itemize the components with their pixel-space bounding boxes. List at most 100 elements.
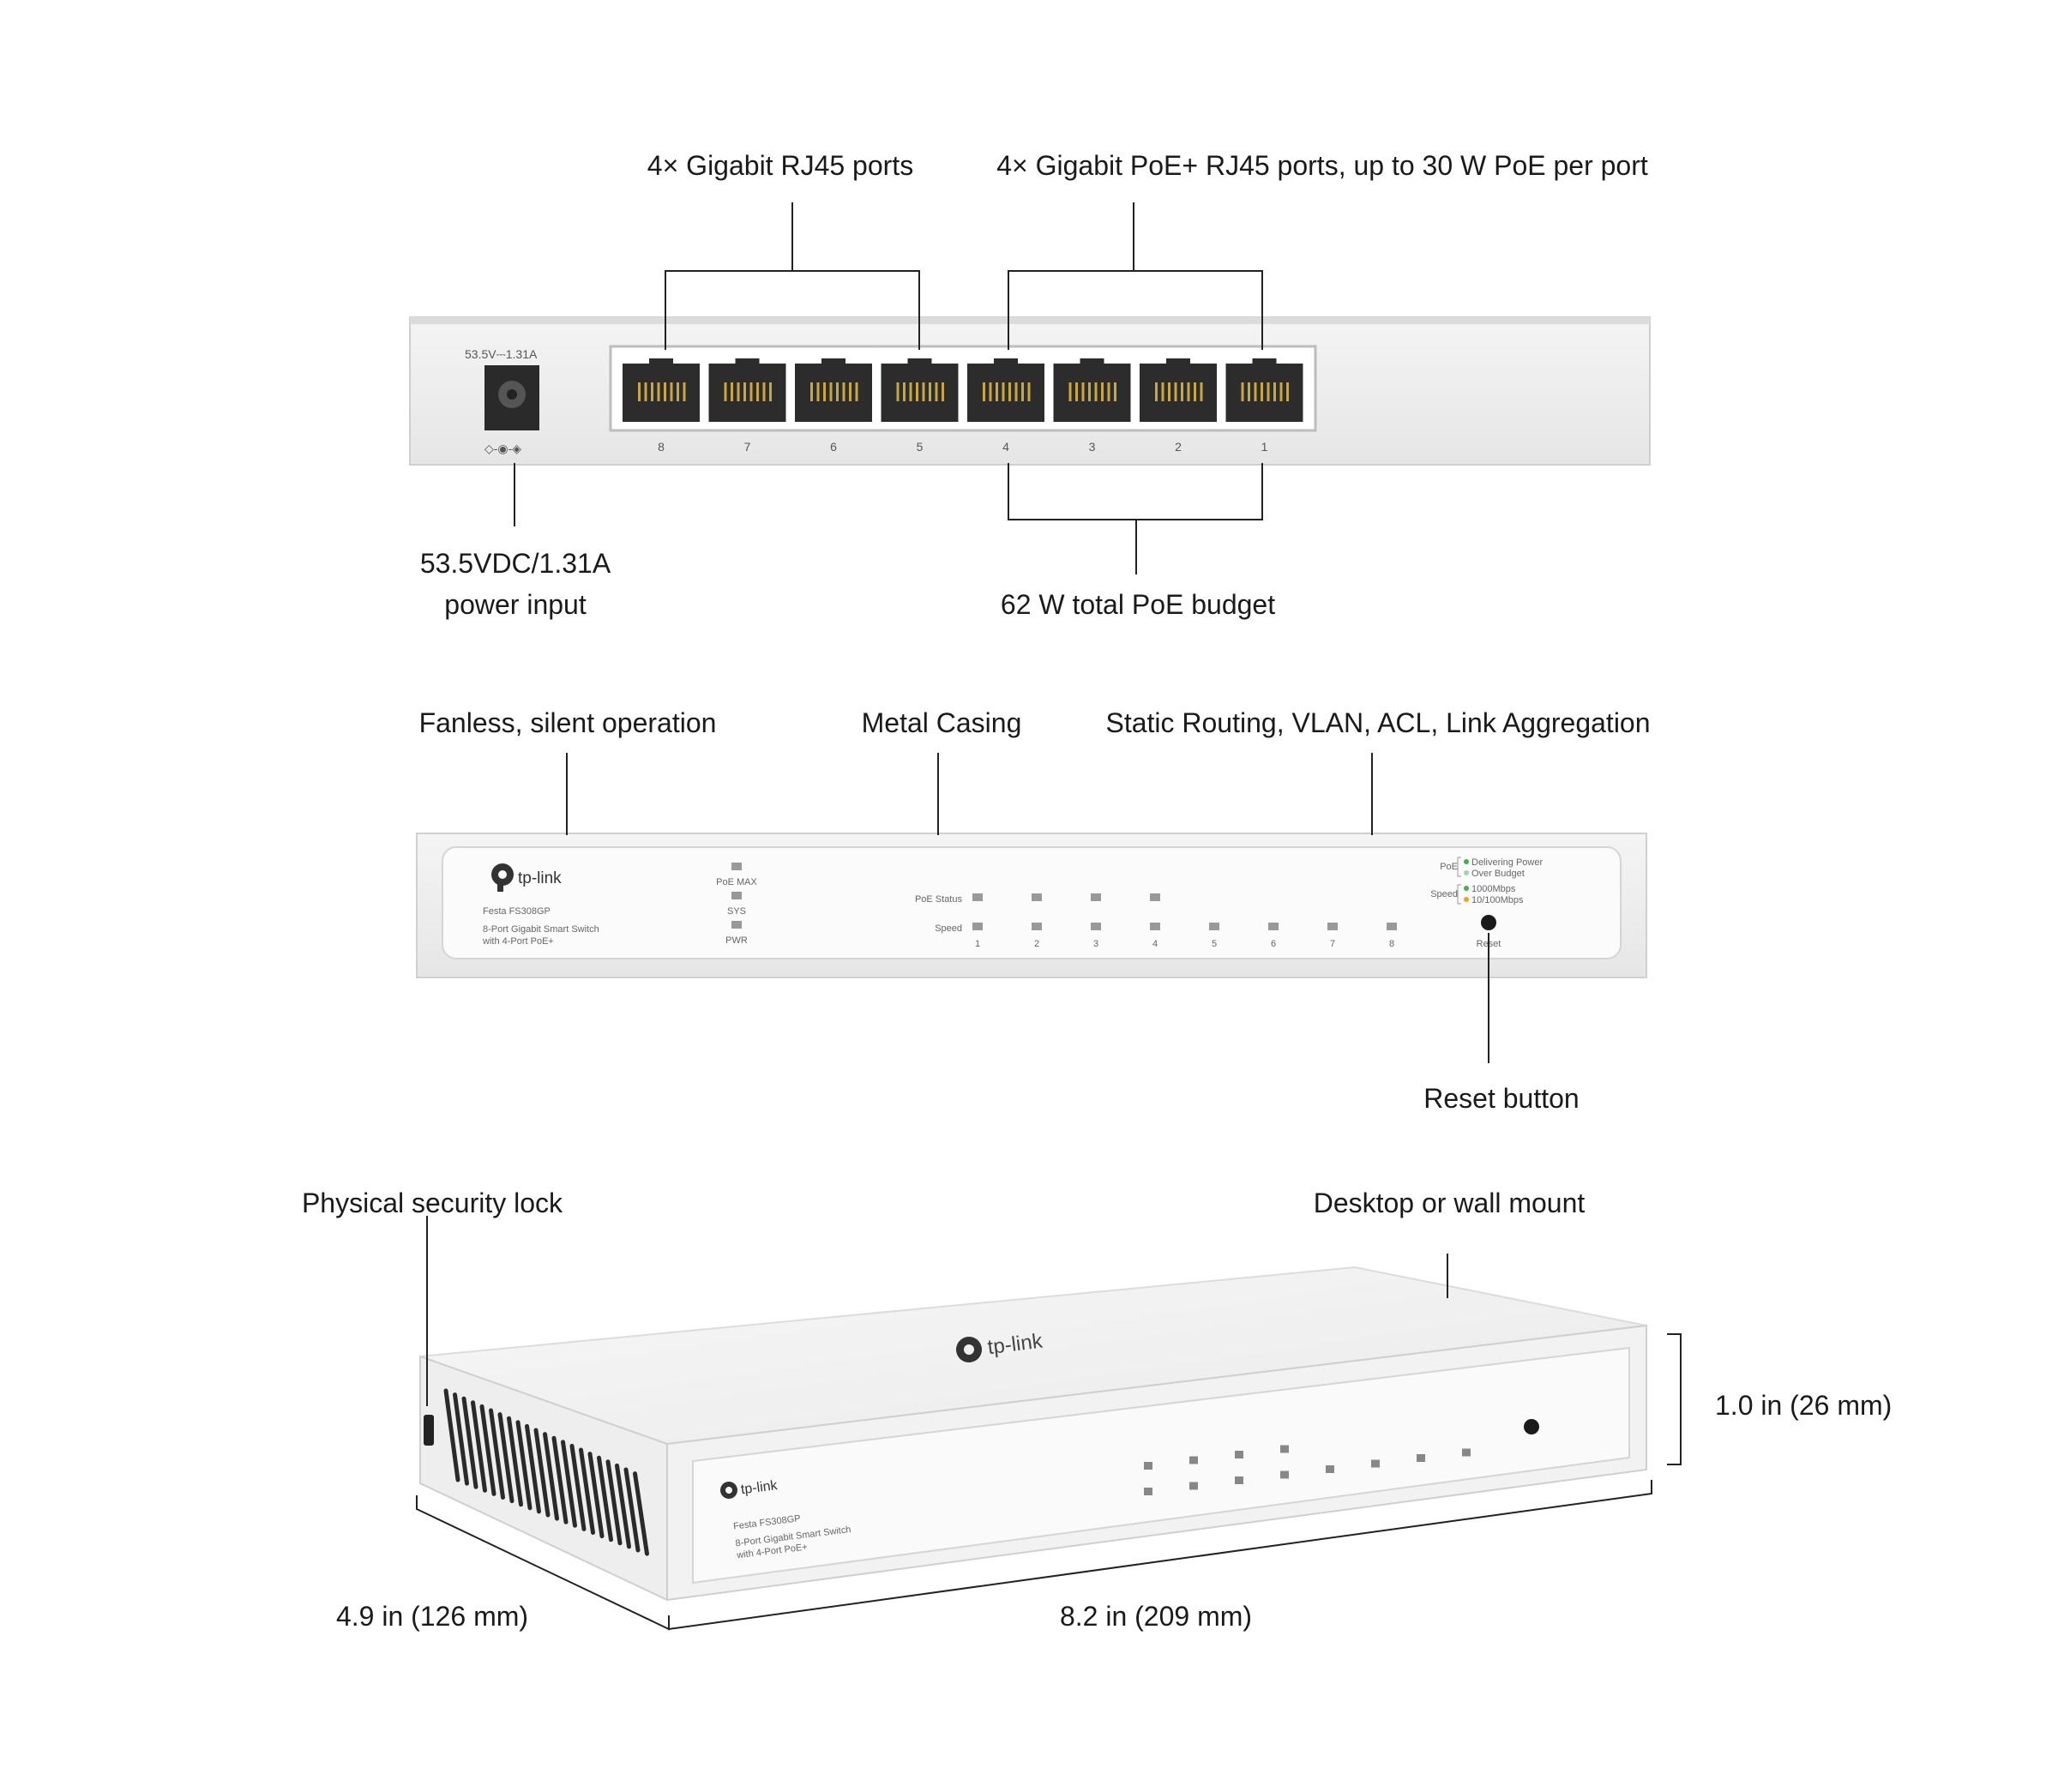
vent-slot [551,1435,569,1524]
dimension-depth: 4.9 in (126 mm) [335,1601,529,1632]
power-rating-text: 53.5V⎓1.31A [465,347,538,361]
vent-slot [471,1400,487,1493]
perspective-speed-led [1235,1476,1243,1484]
port-number: 5 [917,440,924,454]
svg-text:◇-◉-◈: ◇-◉-◈ [484,442,521,455]
port-number: 2 [1175,440,1182,454]
reset-button[interactable] [1481,915,1496,930]
speed-led [1327,923,1338,930]
perspective-reset-button [1524,1419,1539,1434]
perspective-speed-led [1462,1448,1471,1457]
vent-slot [561,1440,577,1528]
speed-led [1150,923,1160,930]
vent-slot [453,1392,469,1486]
perspective-poe-led [1144,1462,1152,1470]
port-number: 3 [1089,440,1096,454]
rj45-port: 6 [795,358,872,454]
perspective-speed-led [1417,1454,1425,1462]
perspective-device: tp-link tp-link Festa FS308GP 8-Port Gig… [419,1266,1647,1602]
callout-mount: Desktop or wall mount [1313,1188,1586,1218]
legend-speed-label: Speed [1430,889,1458,899]
vent-slot [587,1452,605,1539]
vent-slot [605,1459,623,1546]
poe-status-led [1150,893,1160,901]
led-port-number: 2 [1034,939,1039,949]
perspective-poe-led [1235,1451,1243,1458]
led-port-number: 7 [1330,939,1335,949]
vent-slot [623,1467,641,1553]
desc-line2-text: with 4-Port PoE+ [482,936,554,947]
vent-slot [543,1432,559,1521]
rj45-port-group: 8 7 6 5 4 3 2 1 [623,358,1303,454]
rear-panel: 53.5V⎓1.31A ◇-◉-◈ 8 7 6 5 4 3 2 1 [409,316,1651,466]
rj45-port: 1 [1225,358,1303,454]
poe-status-led [1032,893,1042,901]
rj45-port: 2 [1140,358,1217,454]
vent-slot [597,1455,613,1542]
callout-poe-budget: 62 W total PoE budget [1000,589,1276,620]
front-callout-lines [566,753,1489,1063]
model-text: Festa FS308GP [483,906,551,917]
side-vents [443,1388,649,1556]
rj45-port: 3 [1053,358,1131,454]
front-panel: tp-link Festa FS308GP 8-Port Gigabit Sma… [416,833,1647,978]
led-port-number: 1 [975,939,980,949]
vent-slot [615,1463,631,1549]
port-number: 8 [658,440,665,454]
led-port-number: 8 [1389,939,1394,949]
speed-led [1268,923,1279,930]
led-port-number: 5 [1212,939,1217,949]
legend-poe-label: PoE [1440,862,1458,872]
perspective-speed-led [1326,1465,1334,1473]
perspective-brand-text: tp-link [740,1478,779,1497]
vent-slot [633,1471,649,1556]
callout-power-line2: power input [444,589,587,620]
speed-led [1387,923,1397,930]
led-legend: PoE Delivering Power Over Budget Speed 1… [1430,857,1543,905]
port-number: 1 [1261,440,1268,454]
rj45-port: 4 [967,358,1044,454]
legend-1000mbps: 1000Mbps [1471,884,1516,894]
perspective-speed-led [1280,1470,1289,1479]
dimension-height: 1.0 in (26 mm) [1715,1390,1893,1421]
perspective-led-group [1144,1445,1471,1495]
dimension-width: 8.2 in (209 mm) [1059,1601,1253,1632]
callout-security-lock: Physical security lock [301,1188,563,1218]
legend-10-100mbps: 10/100Mbps [1471,895,1524,905]
desc-line1-text: 8-Port Gigabit Smart Switch [483,924,599,935]
rj45-port: 8 [623,358,700,454]
rj45-port: 5 [881,358,959,454]
pwr-label: PWR [725,935,748,946]
perspective-speed-led [1371,1459,1380,1468]
vent-slot [569,1443,587,1531]
perspective-poe-led [1189,1456,1198,1464]
led-port-number: 4 [1152,939,1158,949]
speed-led [1032,923,1042,930]
vent-slot [479,1404,496,1496]
callout-reset-button: Reset button [1423,1083,1580,1114]
speed-led [1209,923,1219,930]
port-number: 7 [744,440,751,454]
vent-slot [461,1396,478,1489]
legend-over-budget: Over Budget [1471,869,1525,879]
vent-slot [497,1412,514,1504]
dc-power-jack: ◇-◉-◈ [484,365,539,455]
vent-slot [443,1388,460,1482]
poe-status-label: PoE Status [915,894,963,905]
legend-delivering: Delivering Power [1471,857,1543,868]
vent-slot [515,1420,533,1511]
poe-status-led [972,893,983,901]
rear-callout-lines [514,202,1263,574]
perspective-poe-led [1280,1445,1289,1453]
perspective-speed-led [1189,1482,1198,1490]
security-lock-slot [424,1415,434,1446]
callout-metal-casing: Metal Casing [861,707,1022,738]
vent-slot [525,1423,541,1514]
port-number: 4 [1002,440,1009,454]
led-port-number: 6 [1271,939,1276,949]
vent-slot [507,1416,523,1507]
vent-slot [533,1428,551,1518]
speed-label: Speed [935,923,962,934]
perspective-speed-led [1144,1488,1152,1495]
